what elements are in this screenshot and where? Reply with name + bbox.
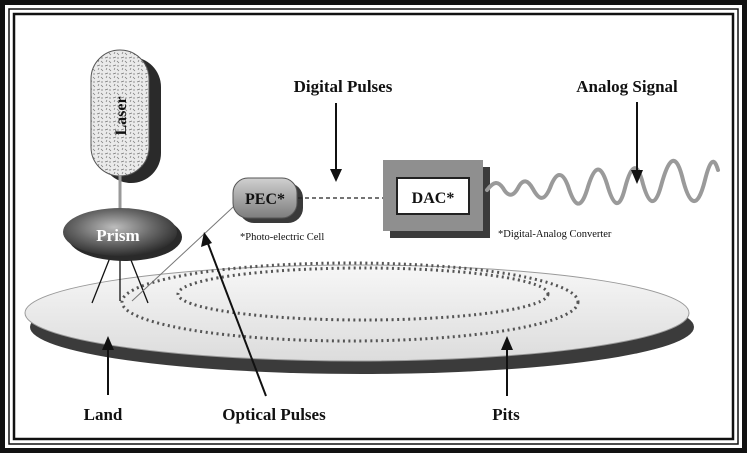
pec-footnote: *Photo-electric Cell: [240, 232, 324, 243]
arrow-head: [102, 336, 114, 350]
digital-pulses-label: Digital Pulses: [294, 77, 393, 96]
land-label: Land: [84, 405, 123, 424]
prism: Prism: [63, 208, 182, 261]
arrow-head: [201, 232, 212, 247]
laser-label: Laser: [113, 96, 130, 135]
compact-disc: [24, 261, 694, 374]
callout-land: Land: [84, 336, 123, 424]
prism-label: Prism: [96, 226, 139, 245]
optical-path-line: [131, 195, 246, 302]
arrow-head: [501, 336, 513, 350]
dac-footnote: *Digital-Analog Converter: [498, 229, 612, 240]
callout-optical-pulses: Optical Pulses: [201, 232, 326, 424]
callout-pits: Pits: [492, 336, 520, 424]
analog-signal-label: Analog Signal: [576, 77, 678, 96]
dac-unit: DAC* *Digital-Analog Converter: [383, 160, 612, 240]
callout-analog-signal: Analog Signal: [576, 77, 678, 184]
laser-unit: Laser: [90, 49, 161, 212]
arrow-head: [631, 170, 643, 184]
pec-unit: PEC* *Photo-electric Cell: [232, 177, 324, 243]
analog-signal-wave: [485, 158, 720, 206]
arrow-head: [330, 169, 342, 182]
callout-digital-pulses: Digital Pulses: [294, 77, 393, 182]
pit-track-outer: [120, 261, 580, 343]
pec-label: PEC*: [245, 191, 285, 208]
pit-track-inner: [176, 266, 550, 322]
pits-label: Pits: [492, 405, 520, 424]
disc-surface: [24, 264, 690, 362]
dac-label: DAC*: [412, 190, 455, 207]
optical-pulses-label: Optical Pulses: [222, 405, 326, 424]
